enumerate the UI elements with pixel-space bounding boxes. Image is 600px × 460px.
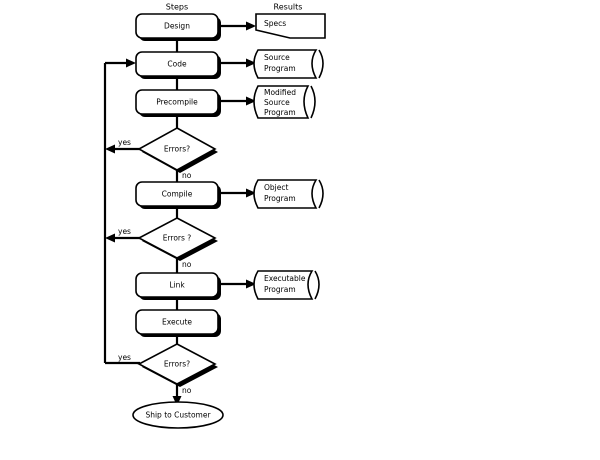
arrowhead-to-object-program: [246, 188, 256, 198]
arrowhead-to-specs: [246, 21, 256, 31]
modified-source-program-label-line-3: Program: [264, 108, 296, 117]
result-node-specs[interactable]: Specs: [255, 13, 326, 39]
errors1-no-label: no: [182, 171, 192, 180]
arrowhead-errors2-yes: [105, 233, 115, 243]
modified-source-program-label-line-2: Source: [264, 98, 290, 107]
result-arrow-group: [218, 21, 256, 289]
specs-label-line-1: Specs: [264, 19, 286, 28]
object-program-tape-fold: [318, 179, 324, 209]
result-node-source-program[interactable]: Source Program: [253, 49, 324, 79]
link-box-label: Link: [169, 281, 185, 290]
specs-document-shape: [255, 13, 326, 39]
ship-to-customer-ellipse: [132, 401, 224, 429]
arrowhead-to-modified-source-program: [246, 96, 256, 106]
process-node-precompile[interactable]: Precompile: [135, 89, 221, 117]
feedback-loop-group: [103, 58, 140, 365]
process-node-code[interactable]: Code: [135, 51, 221, 79]
source-program-label-line-1: Source: [264, 53, 290, 62]
decision-node-errors-3[interactable]: Errors? yes no: [118, 343, 218, 395]
result-node-modified-source-program[interactable]: Modified Source Program: [253, 85, 316, 119]
decision-node-errors-2[interactable]: Errors ? yes no: [118, 217, 218, 269]
executable-program-tape-fold: [314, 270, 320, 300]
executable-program-label-line-2: Program: [264, 285, 296, 294]
modified-source-program-tape-fold: [310, 85, 316, 119]
compile-box-label: Compile: [162, 190, 193, 199]
object-program-label-line-2: Program: [264, 194, 296, 203]
source-program-tape-shape: [253, 49, 318, 79]
process-node-execute[interactable]: Execute: [135, 309, 221, 337]
modified-source-program-label-line-1: Modified: [264, 88, 296, 97]
design-box: [135, 13, 219, 39]
object-program-tape-shape: [253, 179, 318, 209]
compile-box: [135, 181, 219, 207]
executable-program-label-line-1: Executable: [264, 274, 306, 283]
errors3-diamond: [137, 343, 217, 385]
source-program-label-line-2: Program: [264, 64, 296, 73]
execute-box: [135, 309, 219, 335]
link-box: [135, 272, 219, 298]
errors3-no-label: no: [182, 386, 192, 395]
code-box-label: Code: [167, 60, 187, 69]
process-node-design[interactable]: Design: [135, 13, 221, 41]
column-header-steps: Steps: [166, 3, 188, 12]
ship-to-customer-label: Ship to Customer: [145, 411, 211, 420]
execute-box-label: Execute: [162, 318, 192, 327]
arrowhead-to-executable-program: [246, 279, 256, 289]
modified-source-program-tape-shape: [253, 85, 310, 119]
errors3-yes-label: yes: [118, 353, 131, 362]
errors3-diamond-label: Errors?: [164, 360, 190, 369]
design-box-label: Design: [164, 22, 190, 31]
result-node-object-program[interactable]: Object Program: [253, 179, 324, 209]
precompile-box-label: Precompile: [156, 98, 198, 107]
precompile-box: [135, 89, 219, 115]
arrowhead-to-terminator: [172, 396, 182, 406]
terminator-node-ship-to-customer[interactable]: Ship to Customer: [132, 401, 224, 429]
errors2-diamond: [137, 217, 217, 259]
arrowhead-to-source-program: [246, 58, 256, 68]
errors2-no-label: no: [182, 260, 192, 269]
process-node-compile[interactable]: Compile: [135, 181, 221, 209]
result-node-executable-program[interactable]: Executable Program: [253, 270, 320, 300]
code-box: [135, 51, 219, 77]
source-program-tape-fold: [318, 49, 324, 79]
object-program-label-line-1: Object: [264, 183, 288, 192]
errors1-diamond-label: Errors?: [164, 145, 190, 154]
executable-program-tape-shape: [253, 270, 314, 300]
errors1-diamond: [137, 127, 217, 171]
errors2-diamond-label: Errors ?: [163, 234, 192, 243]
column-header-results: Results: [274, 3, 303, 12]
decision-node-errors-1[interactable]: Errors? yes no: [118, 127, 218, 180]
process-node-link[interactable]: Link: [135, 272, 221, 300]
errors2-yes-label: yes: [118, 227, 131, 236]
arrowhead-errors1-yes: [105, 144, 115, 154]
errors1-yes-label: yes: [118, 138, 131, 147]
arrowhead-into-code: [126, 58, 136, 68]
